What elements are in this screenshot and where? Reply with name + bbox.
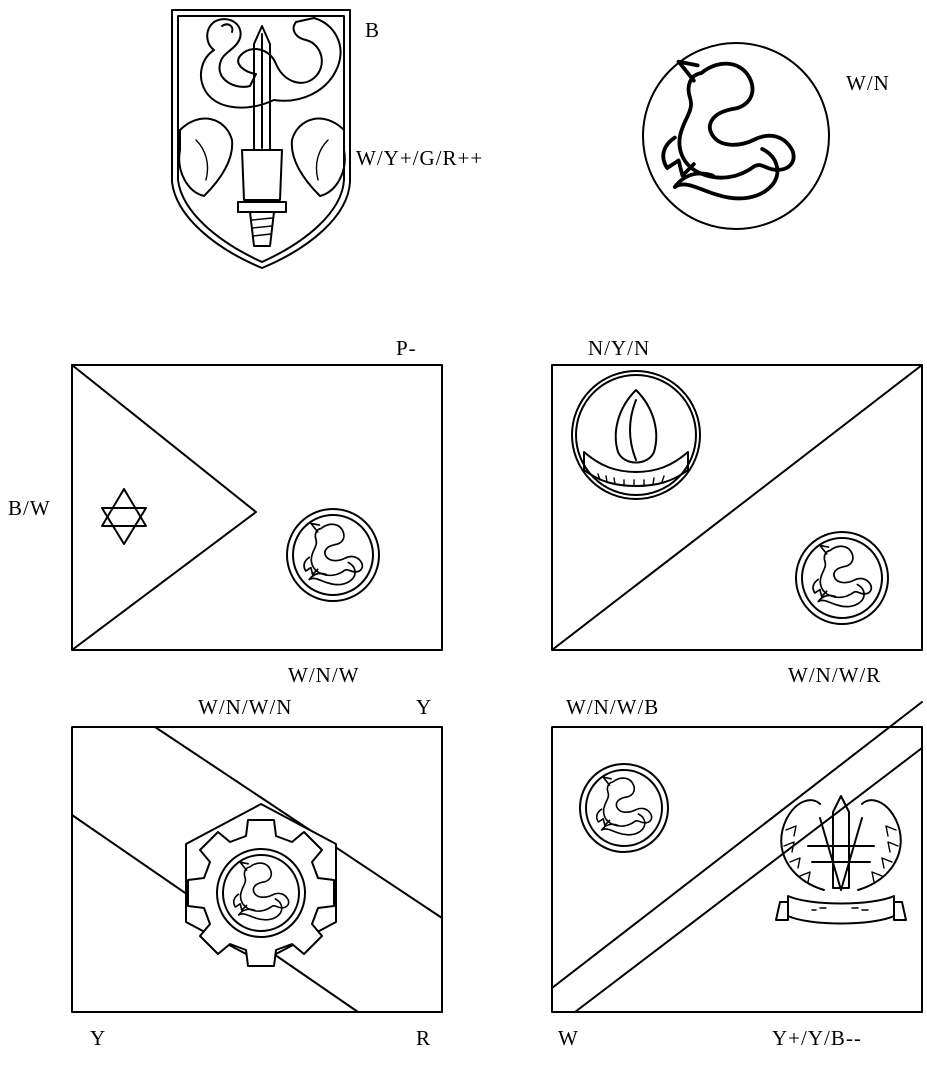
flag-gear-top-right-code: Y (416, 697, 432, 718)
shield-emblem (172, 10, 350, 268)
wreath-sword-emblem (776, 796, 906, 924)
flag-stripe-bottom-left-code: W (558, 1028, 579, 1049)
flag-stripe (552, 702, 922, 1012)
flag-diagonal-top-code: N/Y/N (588, 338, 650, 359)
roundel-badge (580, 764, 668, 852)
flag-gear (72, 727, 442, 1012)
flag-gear-bottom-right-code: R (416, 1028, 431, 1049)
flag-diagonal-bottom-code: W/N/W/R (788, 665, 881, 686)
flag-gear-bottom-left-code: Y (90, 1028, 106, 1049)
roundel-emblem (643, 43, 829, 229)
bomb-emblem (572, 371, 700, 499)
flag-stripe-top-code: W/N/W/B (566, 697, 659, 718)
flag-diagonal (552, 365, 922, 650)
roundel-color-code: W/N (846, 73, 890, 94)
flag-triangle-star (72, 365, 442, 650)
hexagon-gear-emblem (186, 804, 336, 966)
flag-star-left-code: B/W (8, 498, 51, 519)
flag-stripe-bottom-right-code: Y+/Y/B-- (772, 1028, 862, 1049)
flag-star-top-code: P- (396, 338, 417, 359)
shield-top-color-code: B (365, 20, 380, 41)
flag-star-bottom-code: W/N/W (288, 665, 359, 686)
star-of-david-icon (102, 489, 146, 544)
roundel-badge (796, 532, 888, 624)
shield-side-color-code: W/Y+/G/R++ (356, 148, 483, 169)
roundel-badge (287, 509, 379, 601)
flag-gear-top-code: W/N/W/N (198, 697, 292, 718)
